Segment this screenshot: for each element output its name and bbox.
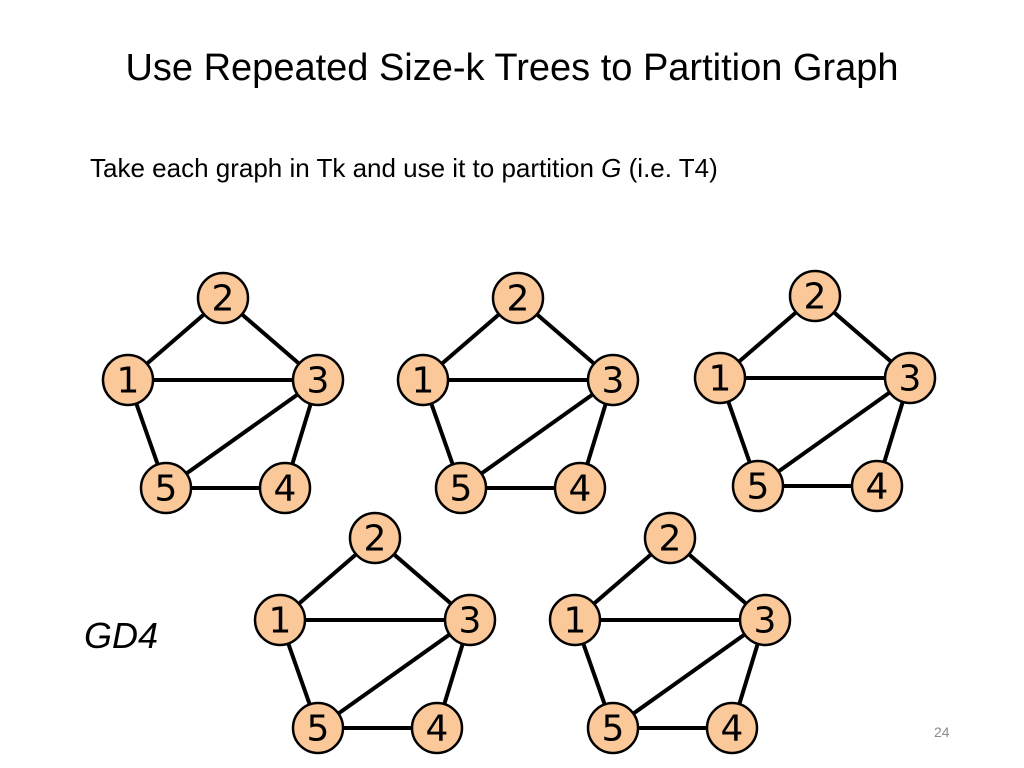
edge-3-5 bbox=[459, 378, 615, 490]
node-3-label: 3 bbox=[602, 361, 625, 402]
node-3-label: 3 bbox=[307, 361, 330, 402]
node-1-circle bbox=[693, 351, 747, 405]
node-1-circle bbox=[548, 593, 602, 647]
node-4-circle bbox=[553, 461, 607, 515]
node-4-circle bbox=[705, 701, 759, 755]
node-4-label: 4 bbox=[721, 709, 744, 750]
subtitle-suffix: (i.e. T4) bbox=[621, 153, 718, 183]
node-1-label: 1 bbox=[709, 359, 732, 400]
node-2-circle bbox=[348, 511, 402, 565]
node-3-label: 3 bbox=[459, 601, 482, 642]
node-5-circle bbox=[139, 461, 193, 515]
node-1-label: 1 bbox=[412, 361, 435, 402]
slide-title: Use Repeated Size-k Trees to Partition G… bbox=[125, 47, 899, 89]
page-number: 24 bbox=[934, 724, 950, 740]
node-5-circle bbox=[291, 701, 345, 755]
node-2-label: 2 bbox=[804, 277, 827, 318]
node-1-label: 1 bbox=[564, 601, 587, 642]
node-5-label: 5 bbox=[602, 709, 625, 750]
node-4-label: 4 bbox=[569, 469, 592, 510]
node-5-circle bbox=[586, 701, 640, 755]
node-2-label: 2 bbox=[364, 519, 387, 560]
node-4-label: 4 bbox=[866, 467, 889, 508]
graph-copy-4: 1 2 3 4 5 bbox=[253, 511, 497, 755]
node-4-circle bbox=[258, 461, 312, 515]
edge-3-5 bbox=[611, 618, 767, 730]
node-3-circle bbox=[443, 593, 497, 647]
node-3-circle bbox=[738, 593, 792, 647]
node-5-label: 5 bbox=[155, 469, 178, 510]
node-5-circle bbox=[434, 461, 488, 515]
edge-3-5 bbox=[756, 376, 912, 488]
subtitle-graph-symbol: G bbox=[601, 153, 622, 183]
node-2-label: 2 bbox=[659, 519, 682, 560]
node-1-circle bbox=[396, 353, 450, 407]
node-2-circle bbox=[491, 271, 545, 325]
node-4-circle bbox=[850, 459, 904, 513]
node-3-circle bbox=[883, 351, 937, 405]
edge-3-5 bbox=[316, 618, 472, 730]
node-4-label: 4 bbox=[274, 469, 297, 510]
graph-copy-2: 1 2 3 4 5 bbox=[396, 271, 640, 515]
node-2-circle bbox=[788, 269, 842, 323]
node-4-circle bbox=[410, 701, 464, 755]
node-3-label: 3 bbox=[899, 359, 922, 400]
node-1-label: 1 bbox=[117, 361, 140, 402]
node-2-circle bbox=[196, 271, 250, 325]
node-5-label: 5 bbox=[450, 469, 473, 510]
node-2-label: 2 bbox=[212, 279, 235, 320]
edge-3-5 bbox=[164, 378, 320, 490]
node-3-label: 3 bbox=[754, 601, 777, 642]
node-2-circle bbox=[643, 511, 697, 565]
node-5-circle bbox=[731, 459, 785, 513]
node-5-label: 5 bbox=[747, 467, 770, 508]
graph-copy-3: 1 2 3 4 5 bbox=[693, 269, 937, 513]
graph-copy-1: 1 2 3 4 5 bbox=[101, 271, 345, 515]
node-1-label: 1 bbox=[269, 601, 292, 642]
subtitle: Take each graph in Tk and use it to part… bbox=[90, 150, 718, 186]
node-3-circle bbox=[586, 353, 640, 407]
node-5-label: 5 bbox=[307, 709, 330, 750]
node-3-circle bbox=[291, 353, 345, 407]
graph-copy-5: 1 2 3 4 5 bbox=[548, 511, 792, 755]
node-1-circle bbox=[101, 353, 155, 407]
node-1-circle bbox=[253, 593, 307, 647]
graph-label: GD4 bbox=[84, 615, 159, 656]
node-4-label: 4 bbox=[426, 709, 449, 750]
subtitle-text: Take each graph in Tk and use it to part… bbox=[90, 153, 602, 183]
node-2-label: 2 bbox=[507, 279, 530, 320]
